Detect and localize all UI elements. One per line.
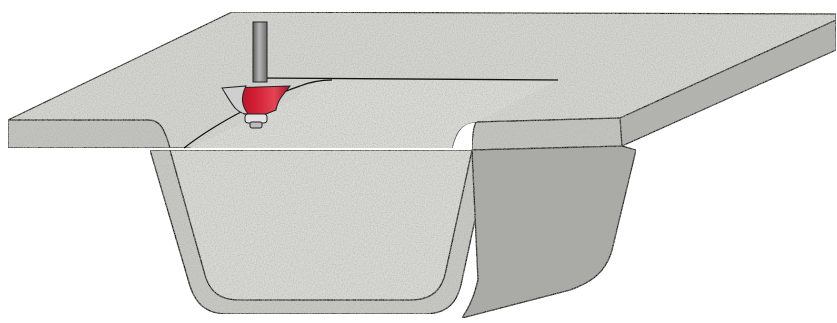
router-bit-bearing-cap [250,122,262,128]
sink-basin-interior [170,150,472,300]
sink-basin-right-wall [462,146,636,318]
router-bit-shank [253,22,267,82]
